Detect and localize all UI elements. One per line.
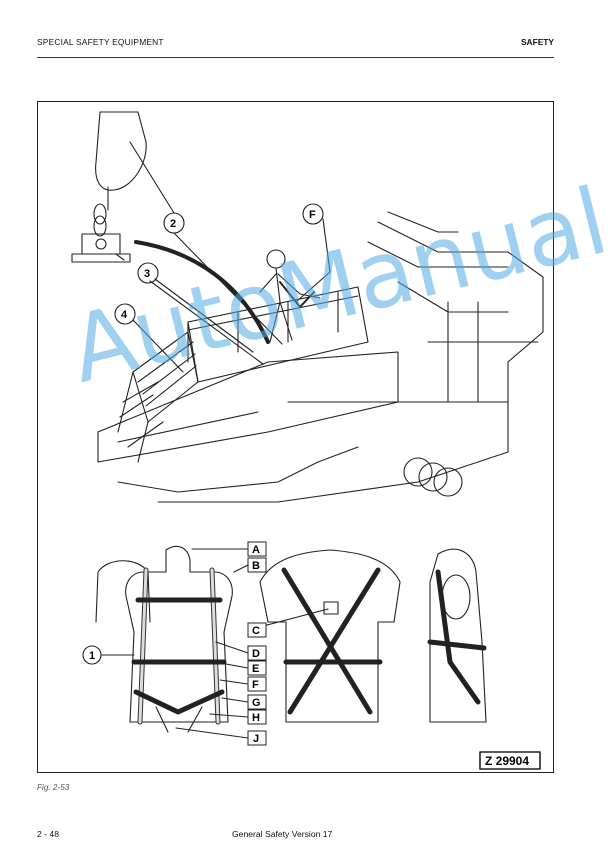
anchor-clamp-drawing bbox=[71, 233, 131, 263]
footer-page-number: 2 - 48 bbox=[37, 829, 59, 839]
callout-j: J bbox=[253, 733, 259, 745]
header-section-title: SPECIAL SAFETY EQUIPMENT bbox=[37, 37, 164, 47]
platform-railing-drawing bbox=[117, 286, 369, 463]
safety-equipment-drawing: F 2 3 4 A B C D E F G H J 1 Z 29904 bbox=[71, 111, 544, 770]
machine-body-drawing bbox=[97, 211, 544, 503]
callout-e: E bbox=[252, 663, 259, 675]
boom-arm-drawing bbox=[93, 111, 147, 237]
figure-reference-code: Z 29904 bbox=[485, 754, 529, 768]
upper-callout-labels: F 2 3 4 bbox=[121, 209, 316, 321]
callout-f-lower: F bbox=[252, 679, 259, 691]
header-chapter-title: SAFETY bbox=[520, 37, 554, 47]
footer-document-title: General Safety Version 17 bbox=[232, 829, 333, 839]
callout-b: B bbox=[252, 560, 260, 572]
callout-d: D bbox=[252, 648, 260, 660]
harness-front-drawing bbox=[95, 545, 233, 733]
figure-caption: Fig. 2-53 bbox=[37, 783, 70, 792]
harness-back-drawing bbox=[259, 549, 401, 723]
callout-1: 1 bbox=[89, 650, 95, 662]
figure-illustration: F 2 3 4 A B C D E F G H J 1 Z 29904 bbox=[37, 101, 554, 773]
callout-4: 4 bbox=[121, 309, 128, 321]
header-divider bbox=[37, 57, 554, 58]
worker-figure-drawing bbox=[259, 249, 321, 343]
callout-2: 2 bbox=[170, 218, 176, 230]
callout-a: A bbox=[252, 544, 260, 556]
callout-f: F bbox=[309, 209, 316, 221]
callout-g: G bbox=[252, 697, 261, 709]
harness-side-drawing bbox=[427, 548, 487, 723]
callout-c: C bbox=[252, 625, 260, 637]
lower-callout-labels: A B C D E F G H J 1 bbox=[89, 541, 267, 746]
callout-3: 3 bbox=[144, 268, 150, 280]
callout-h: H bbox=[252, 712, 260, 724]
